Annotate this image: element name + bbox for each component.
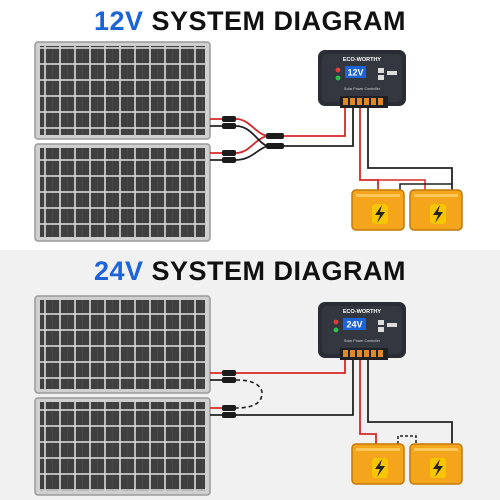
section-12v: 12V SYSTEM DIAGRAM — [0, 6, 500, 242]
controller-subtitle: Solar Power Controller — [344, 87, 381, 91]
pv-wires — [236, 358, 354, 416]
diagram-title-24v: 24V SYSTEM DIAGRAM — [0, 256, 500, 286]
battery-1 — [351, 443, 405, 485]
controller-brand: ECO-WORTHY — [343, 309, 382, 315]
battery-1 — [351, 189, 405, 231]
title-text: SYSTEM DIAGRAM — [143, 6, 407, 36]
controller-subtitle: Solar Power Controller — [344, 339, 381, 343]
battery-2 — [409, 443, 463, 485]
controller-display: 24V — [346, 320, 362, 330]
y-branch-connectors — [235, 118, 284, 161]
diagram-title-12v: 12V SYSTEM DIAGRAM — [0, 6, 500, 36]
charge-controller-24v: ECO-WORTHY 24V Solar Power Controller — [318, 302, 406, 360]
battery-2 — [409, 189, 463, 231]
solar-panel-1 — [34, 41, 211, 140]
controller-brand: ECO-WORTHY — [343, 57, 382, 63]
battery-wires — [359, 108, 453, 190]
title-text: SYSTEM DIAGRAM — [143, 256, 407, 286]
title-voltage: 12V — [93, 6, 144, 36]
solar-panel-2 — [34, 143, 211, 242]
solar-panel-2 — [34, 397, 211, 496]
charge-controller-12v: ECO-WORTHY 12V Solar Power Controller — [318, 50, 406, 108]
wiring-diagram-12v: ECO-WORTHY 12V Solar Power Controller — [34, 41, 463, 242]
pv-wires — [284, 108, 354, 147]
mc4-connectors — [210, 116, 236, 163]
section-24v: 24V SYSTEM DIAGRAM — [0, 250, 500, 500]
solar-panel-1 — [34, 295, 211, 394]
controller-display: 12V — [347, 68, 363, 78]
battery-wires — [359, 360, 453, 444]
wiring-diagram-24v: ECO-WORTHY 24V Solar Power Controller — [34, 295, 463, 496]
title-voltage: 24V — [93, 256, 144, 286]
series-wiring — [210, 370, 263, 418]
